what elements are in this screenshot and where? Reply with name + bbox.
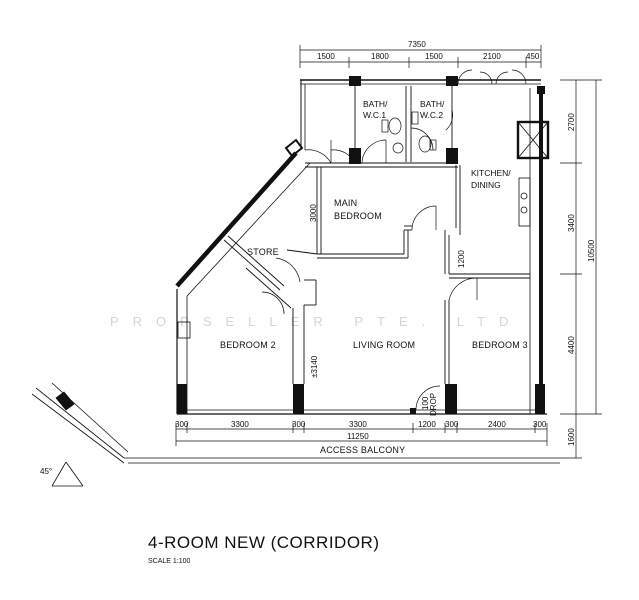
dim-bottom-8: 300 [533, 420, 547, 429]
dim-bottom-6: 300 [445, 420, 459, 429]
room-kitchen-line2: DINING [471, 180, 501, 190]
dim-kitchen-inner: 1200 [457, 250, 466, 268]
dim-bottom-5: 1200 [418, 420, 436, 429]
dim-drop-size: 100 [421, 396, 430, 410]
dim-living-depth: ±3140 [310, 355, 319, 378]
angle-label: 45° [40, 467, 52, 476]
dim-right-1: 2700 [567, 113, 576, 131]
top-dimensions [299, 45, 542, 68]
walls [175, 79, 547, 415]
dim-right-2: 3400 [567, 214, 576, 232]
dim-right-total: 10500 [587, 239, 596, 262]
plan-scale: SCALE 1:100 [148, 558, 191, 565]
dim-top-1: 1500 [317, 52, 335, 61]
room-bath2-line2: W.C.2 [420, 110, 443, 120]
right-dimensions [560, 79, 602, 459]
room-bath1-line1: BATH/ [363, 99, 388, 109]
angle-mark [51, 461, 84, 487]
room-bath2-line1: BATH/ [420, 99, 445, 109]
dim-right-balcony: 1600 [567, 428, 576, 446]
dim-right-3: 4400 [567, 336, 576, 354]
room-access-balcony: ACCESS BALCONY [320, 445, 405, 455]
columns [177, 76, 545, 414]
room-bedroom2: BEDROOM 2 [220, 340, 276, 350]
room-bedroom3: BEDROOM 3 [472, 340, 528, 350]
bottom-dimensions [175, 423, 548, 446]
doors [261, 69, 527, 411]
kitchen-fixtures [516, 120, 550, 227]
dim-bottom-4: 3300 [349, 420, 367, 429]
corner-detail [284, 138, 304, 158]
dim-bottom-3: 300 [292, 420, 306, 429]
dim-top-total: 7350 [408, 40, 426, 49]
interior-walls [223, 86, 530, 384]
dim-top-5: 450 [526, 52, 540, 61]
room-main-bedroom-line1: MAIN [334, 198, 357, 208]
dim-main-bedroom-depth: 3000 [309, 204, 318, 222]
dim-bottom-7: 2400 [488, 420, 506, 429]
room-main-bedroom-line2: BEDROOM [334, 211, 382, 221]
room-store: STORE [247, 247, 279, 257]
dim-bottom-total: 11250 [347, 432, 369, 441]
room-bath1-line2: W.C.1 [363, 110, 386, 120]
room-drop: DROP [429, 393, 438, 416]
dim-bottom-2: 3300 [231, 420, 249, 429]
dim-top-3: 1500 [425, 52, 443, 61]
dim-bottom-1: 300 [175, 420, 189, 429]
dim-top-2: 1800 [371, 52, 389, 61]
window-detail [177, 321, 191, 339]
plan-title: 4-ROOM NEW (CORRIDOR) [148, 533, 379, 552]
room-living: LIVING ROOM [353, 340, 415, 350]
access-balcony [31, 382, 560, 464]
watermark: PROPSELLER PTE. LTD [110, 314, 522, 329]
bath-fixtures [381, 111, 437, 154]
room-kitchen-line1: KITCHEN/ [471, 168, 511, 178]
dim-top-4: 2100 [483, 52, 501, 61]
